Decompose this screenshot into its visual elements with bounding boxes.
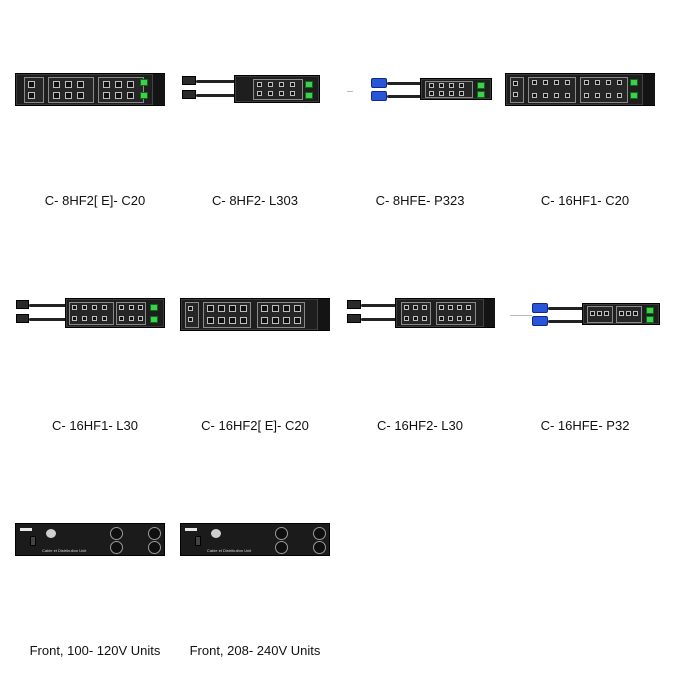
pdu-unit-icon: Cable et Distribution Unit: [170, 510, 340, 570]
product-caption: Front, 100- 120V Units: [29, 643, 161, 658]
pdu-unit-icon: Cable et Distribution Unit: [10, 510, 180, 570]
fan-icon: [110, 527, 123, 540]
pdu-unit-icon: [170, 60, 340, 120]
pdu-unit-icon: [170, 285, 340, 345]
product-caption: Front, 208- 240V Units: [189, 643, 321, 658]
product-caption: C- 8HFE- P323: [375, 193, 465, 208]
product-caption: C- 16HF2[ E]- C20: [201, 418, 309, 433]
pdu-unit-icon: [335, 60, 505, 120]
pdu-unit-icon: [500, 60, 670, 120]
power-cord-icon: [182, 76, 196, 85]
product-caption: C- 16HF1- L30: [52, 418, 138, 433]
product-caption: C- 8HF2[ E]- C20: [44, 193, 146, 208]
pdu-unit-icon: [10, 285, 180, 345]
blue-industrial-plug-icon: [532, 303, 548, 313]
power-cord-icon: [16, 300, 29, 309]
power-cord-icon: [347, 300, 361, 309]
pdu-unit-icon: [500, 285, 670, 345]
pdu-unit-icon: [10, 60, 180, 120]
product-caption: C- 16HF2- L30: [377, 418, 463, 433]
product-caption: C- 16HF1- C20: [540, 193, 630, 208]
fan-icon: [275, 527, 288, 540]
front-panel-label: Cable et Distribution Unit: [42, 548, 87, 553]
blue-industrial-plug-icon: [371, 78, 387, 88]
product-caption: C- 16HFE- P32: [540, 418, 630, 433]
product-caption: C- 8HF2- L303: [212, 193, 298, 208]
pdu-unit-icon: [335, 285, 505, 345]
front-panel-label: Cable et Distribution Unit: [207, 548, 252, 553]
